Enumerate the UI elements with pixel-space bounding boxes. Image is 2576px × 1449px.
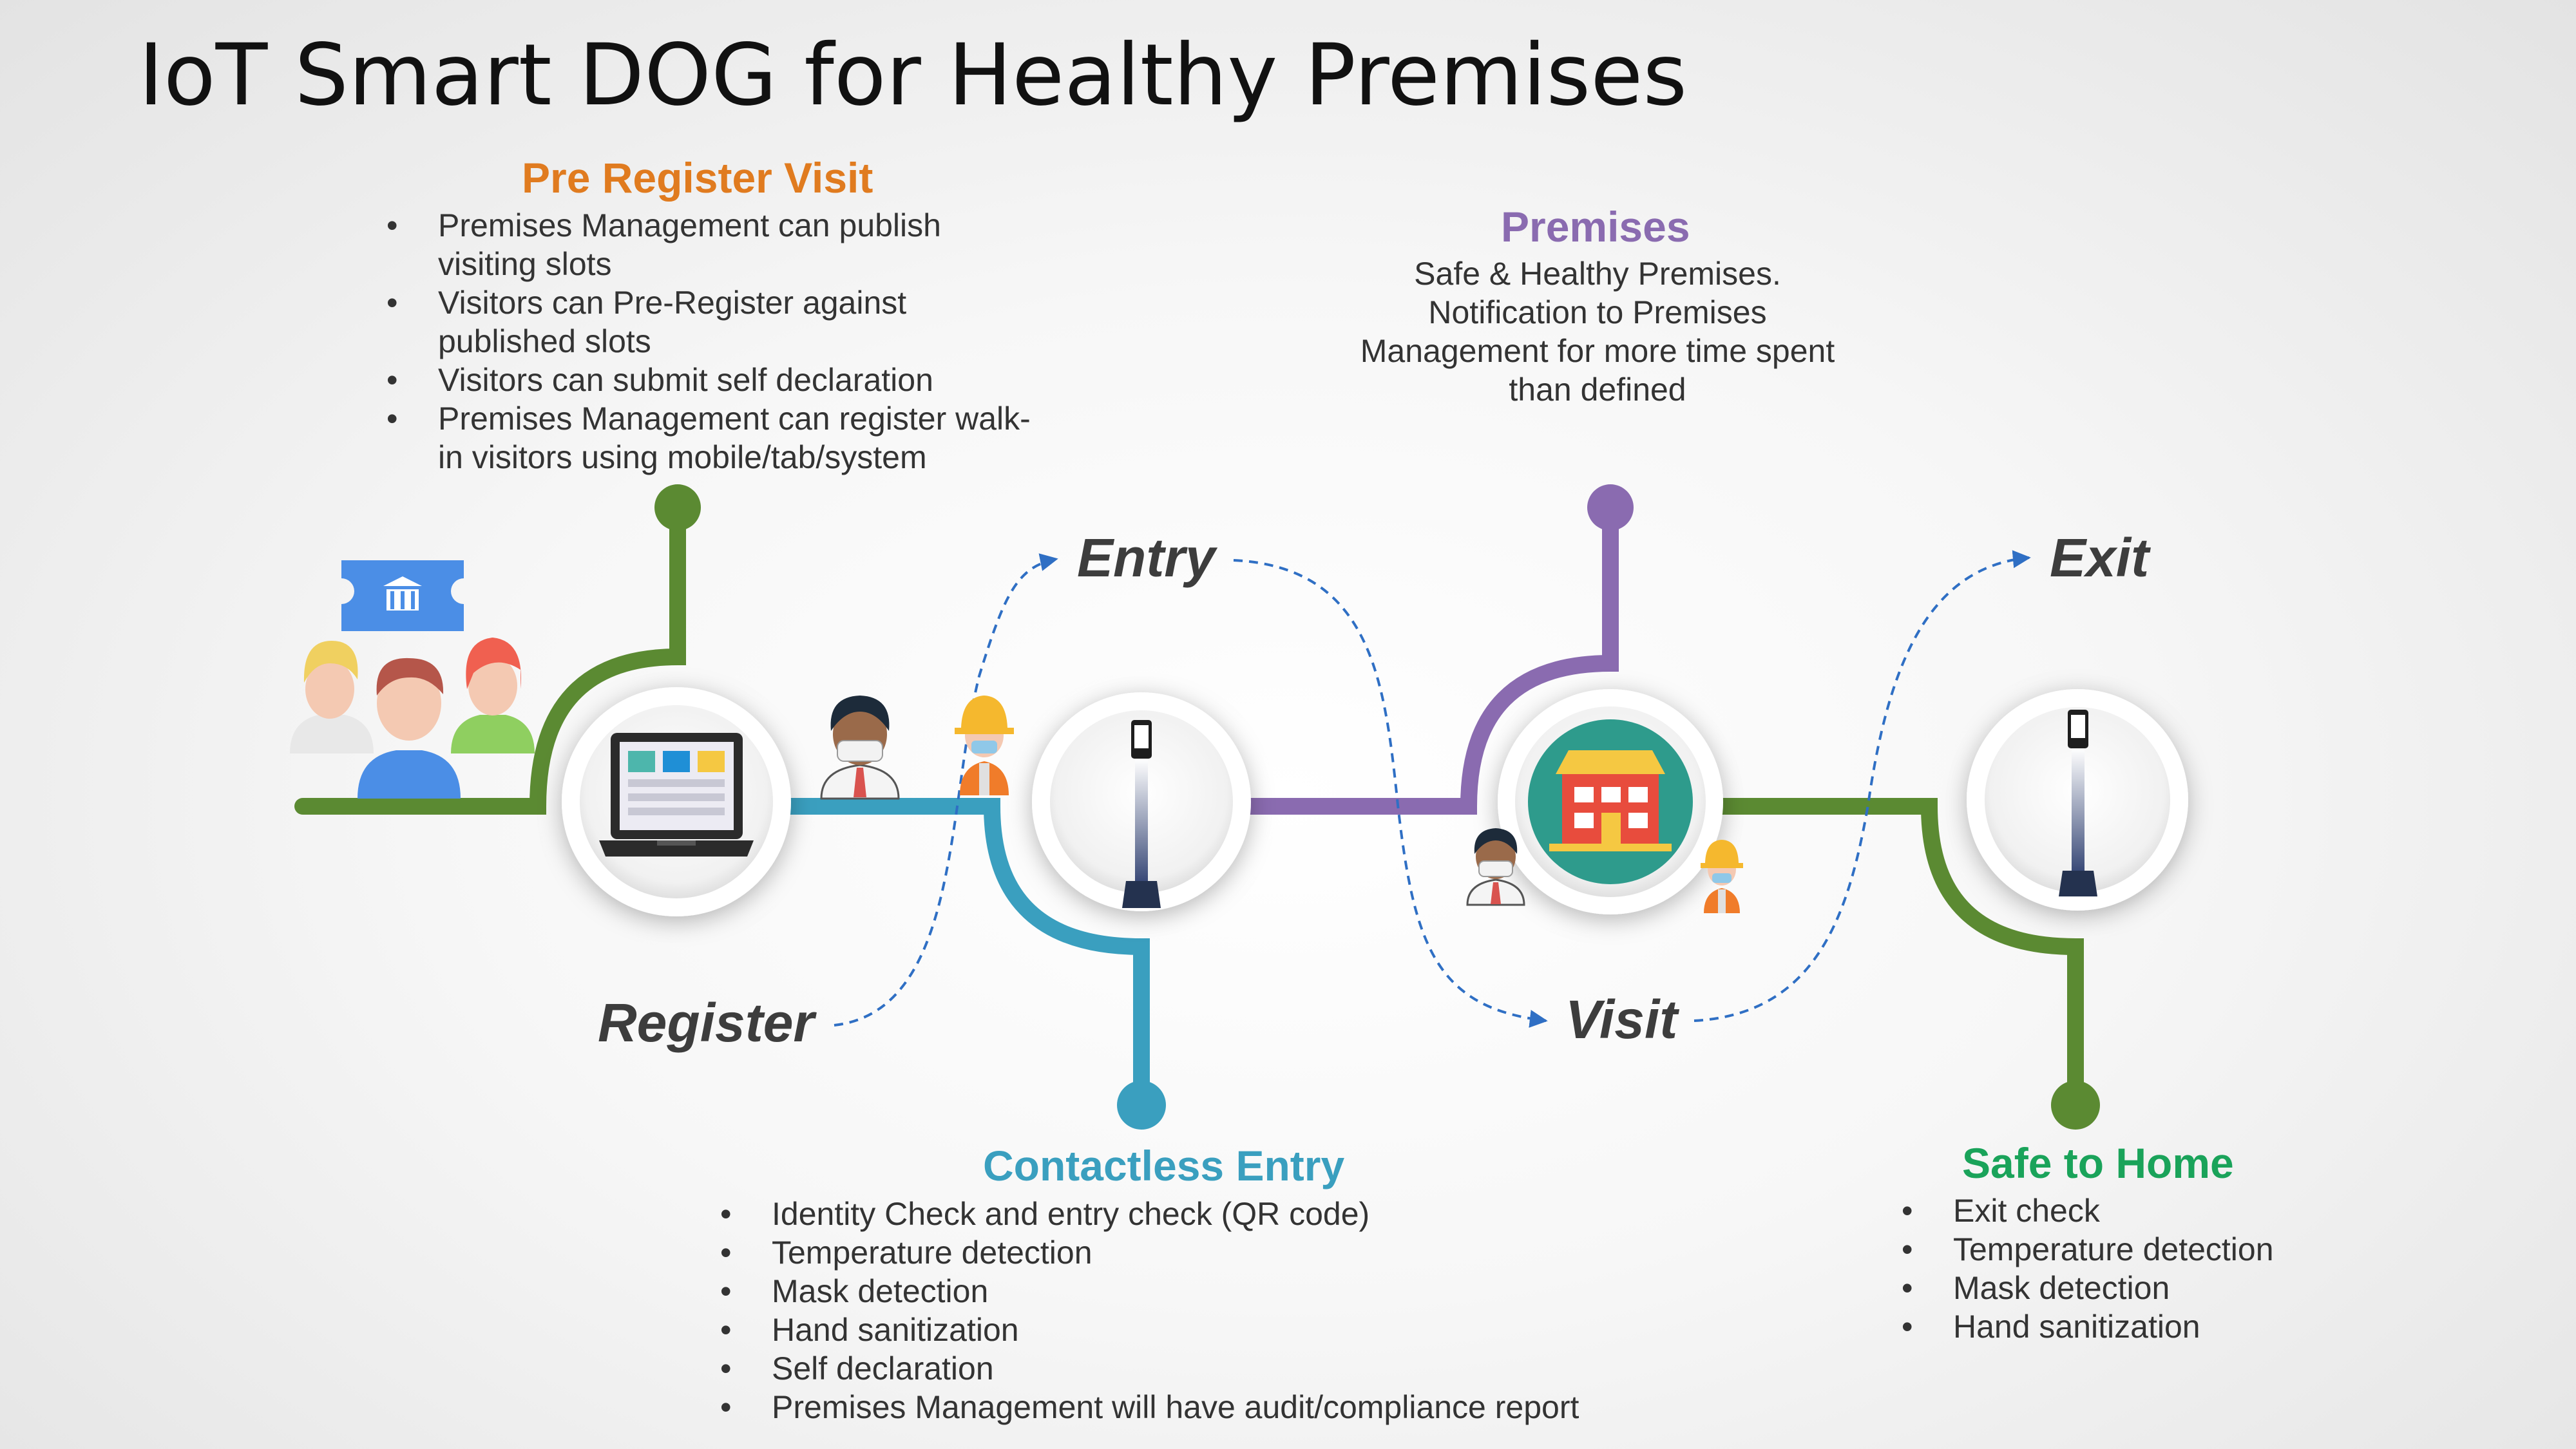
description-line: than defined (1509, 372, 1686, 408)
pre-register-heading: Pre Register Visit (522, 154, 873, 202)
list-item: Hand sanitization (1902, 1307, 2481, 1346)
masked-person-icon (1466, 828, 1525, 906)
description-line: Management for more time spent (1360, 333, 1835, 369)
laptop-dashboard-icon (599, 733, 754, 857)
stage-label-visit: Visit (1565, 989, 1678, 1050)
page-title: IoT Smart DOG for Healthy Premises (138, 26, 1688, 125)
museum-ticket-icon (341, 560, 464, 631)
list-item: Temperature detection (720, 1233, 1686, 1272)
list-item: Visitors can Pre-Register against publis… (386, 283, 1031, 361)
list-item: Visitors can submit self declaration (386, 361, 1031, 399)
list-item: Mask detection (720, 1272, 1686, 1311)
arrow-register-to-entry (834, 553, 1058, 1027)
masked-person-icon (820, 696, 900, 800)
premises-description: Safe & Healthy Premises. Notification to… (1308, 254, 1887, 409)
helmet-worker-icon (1701, 840, 1743, 913)
contactless-heading: Contactless Entry (983, 1142, 1345, 1189)
list-item: Premises Management can register walk-in… (386, 399, 1031, 477)
list-item: Exit check (1902, 1191, 2481, 1230)
temperature-kiosk-icon (1122, 720, 1161, 908)
flow-arrows (834, 550, 2031, 1028)
purple-connector (1185, 484, 1634, 815)
list-item: Temperature detection (1902, 1230, 2481, 1269)
list-item: Mask detection (1902, 1269, 2481, 1307)
green-connector-right (1675, 798, 2100, 1130)
list-item: Self declaration (720, 1349, 1686, 1388)
visitor-group-icon (290, 638, 535, 799)
stage-label-register: Register (598, 992, 815, 1053)
list-item: Premises Management can publish visiting… (386, 206, 1031, 283)
pre-register-list: Premises Management can publish visiting… (386, 206, 1031, 477)
contactless-list: Identity Check and entry check (QR code)… (720, 1195, 1686, 1426)
helmet-worker-icon (955, 696, 1014, 795)
safe-home-list: Exit check Temperature detection Mask de… (1902, 1191, 2481, 1346)
arrow-entry-to-visit (1233, 559, 1548, 1028)
arrow-visit-to-exit (1693, 550, 2031, 1022)
stage-label-exit: Exit (2050, 527, 2150, 588)
description-line: Safe & Healthy Premises. (1414, 256, 1781, 292)
safe-home-heading: Safe to Home (1962, 1139, 2234, 1187)
description-line: Notification to Premises (1428, 294, 1767, 330)
stage-label-entry: Entry (1077, 527, 1216, 588)
list-item: Premises Management will have audit/comp… (720, 1388, 1686, 1426)
premises-heading: Premises (1501, 203, 1690, 251)
green-connector-left (294, 484, 701, 815)
list-item: Hand sanitization (720, 1311, 1686, 1349)
teal-connector (747, 798, 1166, 1130)
temperature-kiosk-icon (2059, 710, 2097, 896)
list-item: Identity Check and entry check (QR code) (720, 1195, 1686, 1233)
building-icon (1549, 750, 1672, 851)
